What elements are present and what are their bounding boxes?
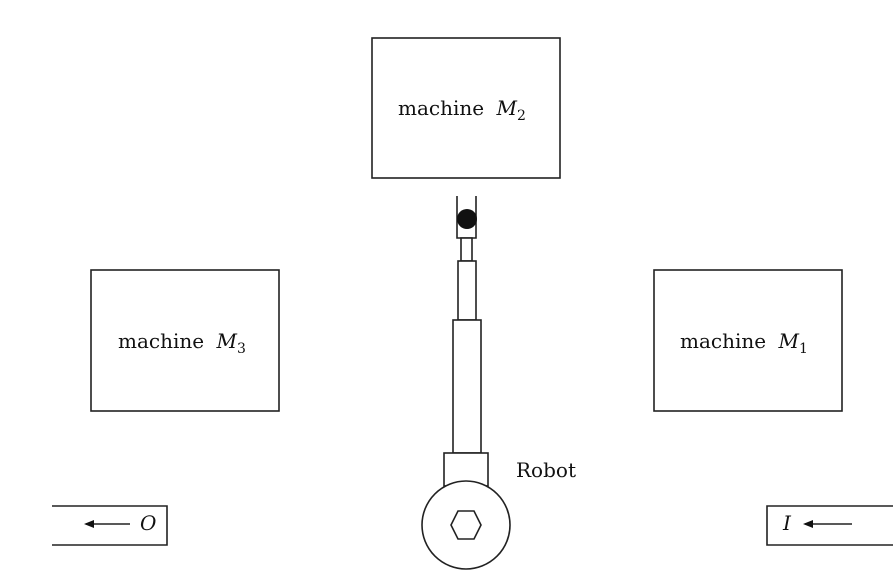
robot-arm-lower <box>452 319 482 454</box>
machine-m1-label: machine M1 <box>680 329 808 357</box>
machine-m2-label: machine M2 <box>398 96 526 124</box>
output-label: O <box>140 511 156 535</box>
machine-m1-box <box>653 269 843 412</box>
machine-m2: machine M2 <box>371 37 561 179</box>
robot: Robot <box>421 196 576 570</box>
input-conveyor: I <box>766 505 893 546</box>
machine-m3-box <box>90 269 280 412</box>
output-arrow-head <box>84 520 94 528</box>
robot-workpiece-ball <box>457 209 477 229</box>
machine-m1: machine M1 <box>653 269 843 412</box>
robot-base-hub <box>450 510 482 540</box>
input-label: I <box>782 511 792 535</box>
output-conveyor: O <box>52 505 168 546</box>
robot-arm-upper <box>457 260 477 321</box>
machine-m2-box <box>371 37 561 179</box>
output-conveyor-outline <box>52 505 168 546</box>
robot-wrist <box>460 237 473 262</box>
input-conveyor-outline <box>766 505 893 546</box>
robot-label: Robot <box>516 458 576 482</box>
machine-m3: machine M3 <box>90 269 280 412</box>
input-arrow-head <box>803 520 813 528</box>
machine-m3-label: machine M3 <box>118 329 246 357</box>
